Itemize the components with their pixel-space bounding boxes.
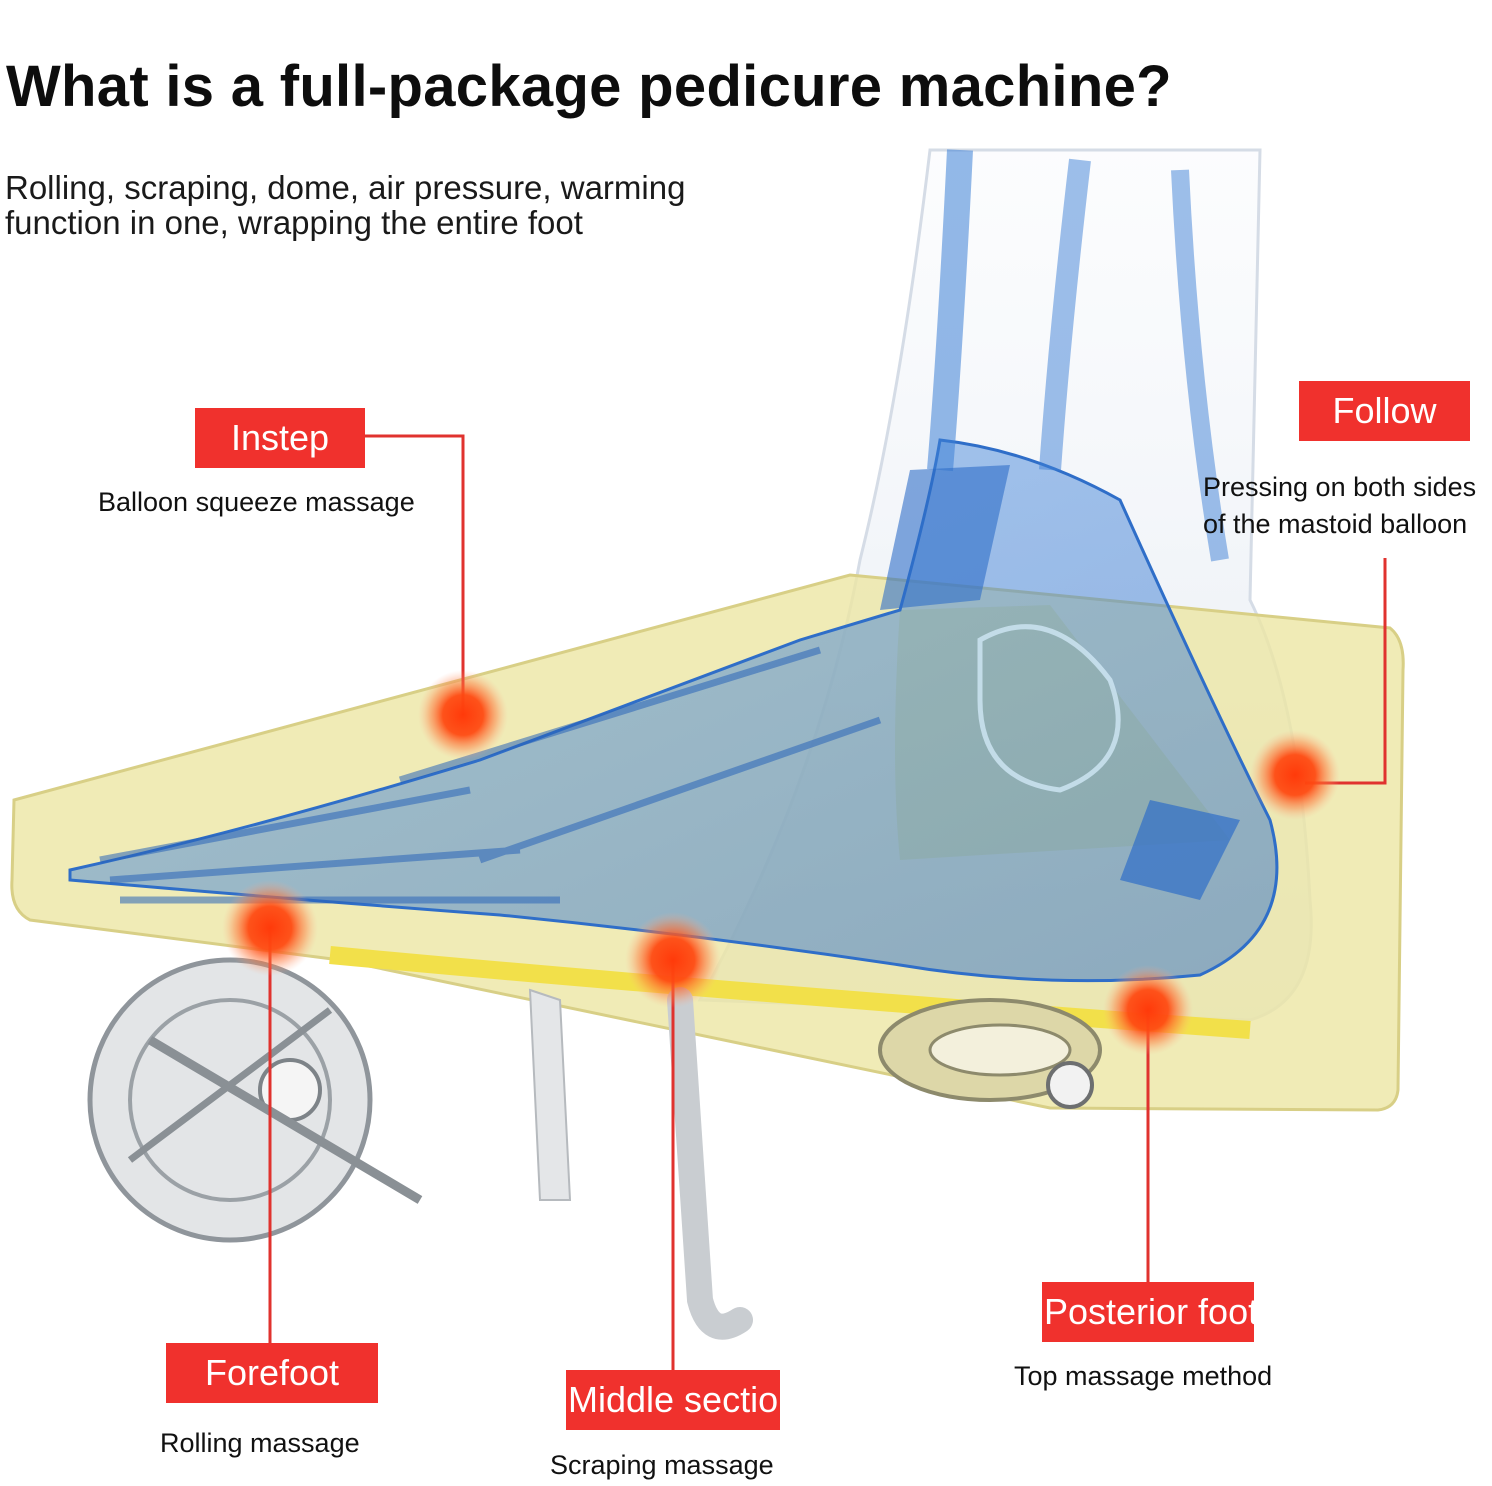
hotspot-posterior xyxy=(1103,965,1193,1055)
leader-lines xyxy=(268,434,1387,1375)
middle-section-tag: Middle section xyxy=(566,1370,780,1430)
middle-section-description: Scraping massage xyxy=(550,1450,774,1480)
page-subtitle: Rolling, scraping, dome, air pressure, w… xyxy=(5,169,686,241)
hotspot-follow xyxy=(1250,730,1340,820)
hotspot-forefoot xyxy=(222,880,318,976)
hotspots xyxy=(222,670,1340,1055)
hotspot-middle xyxy=(625,912,721,1008)
leader-line-instep xyxy=(365,434,465,715)
page-title: What is a full-package pedicure machine? xyxy=(6,54,1172,119)
hotspot-instep xyxy=(418,670,508,760)
follow-description-line2: of the mastoid balloon xyxy=(1203,509,1468,539)
posterior-foot-tag: Posterior foot xyxy=(1042,1282,1254,1342)
roller-mechanism xyxy=(87,957,1102,1340)
posterior-foot-description: Top massage method xyxy=(1014,1361,1273,1391)
instep-tag: Instep xyxy=(195,408,365,468)
foot-anatomy xyxy=(68,149,1279,983)
forefoot-tag: Forefoot xyxy=(166,1343,378,1403)
forefoot-description: Rolling massage xyxy=(160,1428,360,1458)
follow-tag: Follow xyxy=(1299,381,1470,441)
follow-description-line1: Pressing on both sides xyxy=(1203,472,1477,502)
instep-description: Balloon squeeze massage xyxy=(98,487,415,517)
